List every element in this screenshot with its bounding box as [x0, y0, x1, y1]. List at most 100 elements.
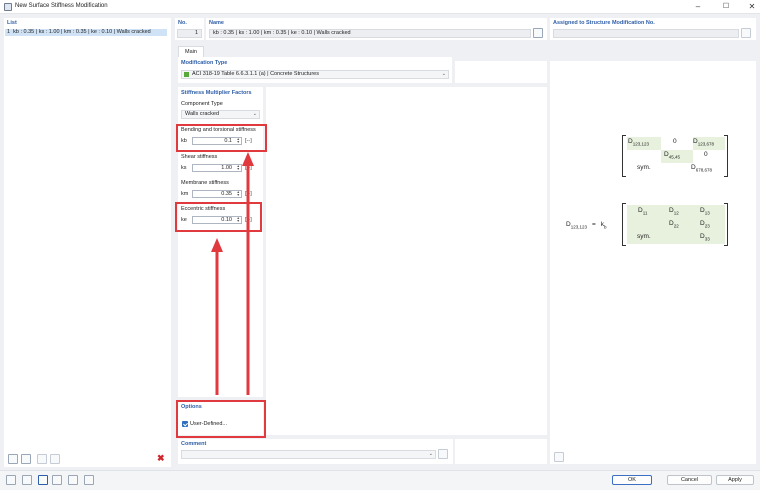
name-field[interactable]: kb : 0.35 | ks : 1.00 | km : 0.35 | ke :… [209, 29, 531, 38]
close-button[interactable]: ✕ [748, 2, 756, 11]
arrow-head-eccentric [211, 238, 223, 252]
km-value: 0.35 [221, 191, 232, 197]
comment-header: Comment [181, 441, 207, 447]
tab-main[interactable]: Main [178, 46, 204, 57]
matrix1-right-bracket [724, 135, 728, 177]
app-icon [4, 3, 12, 11]
matrix1-left-bracket [622, 135, 626, 177]
matrix2-right-bracket [724, 203, 728, 246]
matrix2-lhs: D123,123=kb [566, 221, 607, 230]
window-title: New Surface Stiffness Modification [15, 3, 108, 9]
edit-name-icon[interactable] [533, 28, 543, 38]
matrix-panel [550, 61, 756, 464]
eccentric-stiffness-label: Eccentric stiffness [181, 206, 226, 212]
component-type-value: Walls cracked [185, 111, 220, 117]
component-type-dropdown[interactable]: Walls cracked ⌄ [181, 110, 260, 119]
help-icon[interactable] [68, 475, 78, 485]
matrix1-d123123: D123,123 [628, 138, 649, 147]
chevron-down-icon: ⌄ [441, 71, 446, 77]
user-defined-label: User-Defined... [190, 421, 227, 427]
list-item-label: kb : 0.35 | ks : 1.00 | km : 0.35 | ke :… [13, 29, 151, 35]
list-panel: List [4, 18, 171, 467]
cancel-button[interactable]: Cancel [667, 475, 712, 485]
bending-stiffness-label: Bending and torsional stiffness [181, 127, 256, 133]
sort-icon[interactable] [50, 454, 60, 464]
minimize-button[interactable]: – [695, 2, 701, 11]
spinner-arrows-icon[interactable]: ▲▼ [236, 137, 240, 144]
delete-icon[interactable]: ✖ [157, 453, 165, 463]
function-icon[interactable] [84, 475, 94, 485]
list-item-number: 1 [7, 29, 11, 35]
km-input[interactable]: 0.35 ▲▼ [192, 190, 242, 198]
matrix1-zero: 0 [673, 138, 677, 145]
empty-box [455, 61, 547, 83]
km-symbol: km [181, 191, 189, 197]
new-icon[interactable] [8, 454, 18, 464]
kb-input[interactable]: 0.1 ▲▼ [192, 137, 242, 145]
units-icon[interactable] [22, 475, 32, 485]
matrix2-d22: D22 [669, 220, 679, 229]
bottom-bar [0, 470, 760, 490]
search-icon[interactable] [6, 475, 16, 485]
matrix1-cell-bg [693, 137, 725, 150]
comment-edit-icon[interactable] [438, 449, 448, 459]
info-icon[interactable] [554, 452, 564, 462]
annotation-arrows [211, 152, 254, 395]
kb-unit: [--] [245, 138, 252, 144]
no-label: No. [178, 20, 187, 26]
ok-button[interactable]: OK [612, 475, 652, 485]
ks-input[interactable]: 1.00 ▲▼ [192, 164, 242, 172]
renumber-icon[interactable] [37, 454, 47, 464]
chevron-down-icon: ⌄ [252, 111, 257, 117]
center-area [266, 87, 547, 435]
matrix2-d11: D11 [638, 207, 648, 216]
user-defined-checkbox[interactable] [182, 421, 188, 427]
membrane-stiffness-label: Membrane stiffness [181, 180, 229, 186]
ke-value: 0.10 [221, 217, 232, 223]
component-type-label: Component Type [181, 101, 223, 107]
select-icon[interactable] [741, 28, 751, 38]
matrix1-sym: sym. [637, 164, 651, 171]
ke-input[interactable]: 0.10 ▲▼ [192, 216, 242, 224]
matrix2-sym: sym. [637, 233, 651, 240]
chevron-down-icon: ⌄ [428, 451, 433, 457]
matrix1-cell-bg [661, 150, 693, 163]
list-header: List [7, 20, 17, 26]
stiffness-header: Stiffness Multiplier Factors [181, 90, 252, 96]
spinner-arrows-icon[interactable]: ▲▼ [236, 216, 240, 223]
modification-type-dropdown[interactable]: ACI 318-19 Table 6.6.3.1.1 (a) | Concret… [181, 70, 449, 79]
matrix2-d23: D23 [700, 220, 710, 229]
modification-type-header: Modification Type [181, 60, 228, 66]
concrete-color-icon [184, 72, 189, 77]
matrix1-d678678: D678,678 [691, 164, 712, 173]
table-icon[interactable] [52, 475, 62, 485]
kb-symbol: kb [181, 138, 187, 144]
matrix1-zero-2: 0 [704, 151, 708, 158]
ke-symbol: ke [181, 217, 187, 223]
matrix2-d13: D13 [700, 207, 710, 216]
arrow-head-bending [242, 152, 254, 166]
view-icon[interactable] [38, 475, 48, 485]
kb-value: 0.1 [224, 138, 232, 144]
modification-type-value: ACI 318-19 Table 6.6.3.1.1 (a) | Concret… [192, 71, 319, 77]
assigned-field[interactable] [553, 29, 739, 38]
spinner-arrows-icon[interactable]: ▲▼ [236, 164, 240, 171]
list-item[interactable]: 1 kb : 0.35 | ks : 1.00 | km : 0.35 | ke… [5, 29, 167, 36]
matrix1-cell-bg [627, 137, 661, 150]
matrix2-left-bracket [622, 203, 626, 246]
maximize-button[interactable]: ☐ [722, 3, 730, 10]
title-bar: New Surface Stiffness Modification – ☐ ✕ [0, 0, 760, 14]
spinner-arrows-icon[interactable]: ▲▼ [236, 190, 240, 197]
matrix2-d12: D12 [669, 207, 679, 216]
options-section: Options [178, 400, 263, 435]
matrix1-d123678: D123,678 [693, 138, 714, 147]
ks-symbol: ks [181, 165, 187, 171]
matrix2-d33: D33 [700, 233, 710, 242]
empty-box-bottom [455, 439, 547, 464]
copy-icon[interactable] [21, 454, 31, 464]
options-header: Options [181, 404, 202, 410]
apply-button[interactable]: Apply [716, 475, 754, 485]
comment-field[interactable]: ⌄ [181, 450, 436, 459]
no-field[interactable]: 1 [177, 29, 202, 38]
assigned-label: Assigned to Structure Modification No. [553, 20, 655, 26]
